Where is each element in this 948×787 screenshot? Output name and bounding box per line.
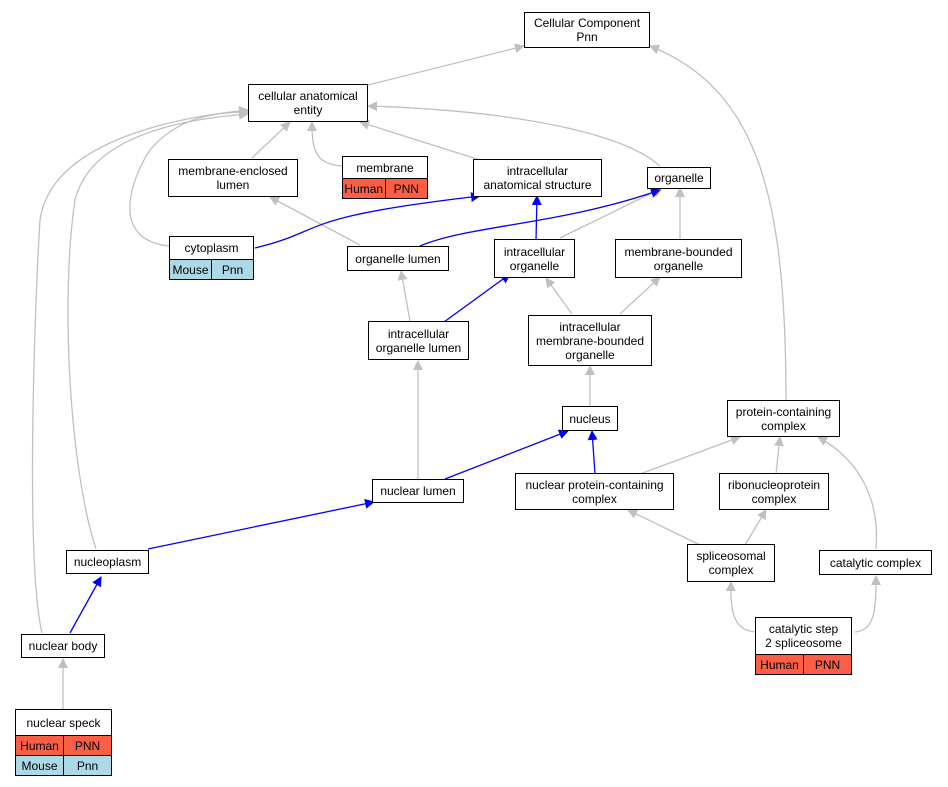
- edge-io-ias: [531, 195, 542, 241]
- node-label: membrane-bounded organelle: [624, 244, 733, 273]
- node-label: protein-containing complex: [735, 404, 832, 433]
- node-label: cytoplasm: [184, 241, 239, 255]
- edge-nl-nucleus: [444, 429, 569, 480]
- node-nucleoplasm[interactable]: nucleoplasm: [66, 550, 149, 574]
- node-label: membrane: [356, 160, 414, 175]
- node-label: ribonucleoprotein complex: [727, 477, 821, 506]
- node-membrane[interactable]: membrane Human PNN: [342, 156, 428, 199]
- edge-spl-npcc: [627, 509, 701, 546]
- edge-io-organelle: [559, 187, 663, 239]
- node-label: Cellular Component Pnn: [533, 16, 641, 44]
- edge-cs2-spl: [725, 581, 756, 633]
- edge-nucleoplasm-nl: [147, 498, 375, 550]
- node-label: organelle lumen: [355, 251, 441, 266]
- node-catalytic-step-2-spliceosome[interactable]: catalytic step 2 spliceosome Human PNN: [755, 617, 852, 675]
- edge-spl-rnp: [744, 509, 767, 546]
- node-label: spliceosomal complex: [696, 549, 766, 577]
- node-catalytic-complex[interactable]: catalytic complex: [819, 550, 932, 575]
- gene-cell[interactable]: PNN: [803, 655, 851, 674]
- edge-cae-root: [367, 43, 525, 86]
- node-label: nuclear lumen: [380, 484, 456, 498]
- edge-nb-nucleoplasm: [69, 576, 102, 634]
- node-membrane-enclosed-lumen[interactable]: membrane-enclosed lumen: [168, 159, 298, 197]
- node-cytoplasm[interactable]: cytoplasm Mouse Pnn: [169, 236, 254, 280]
- edge-npcc-pcc: [639, 435, 741, 475]
- node-nuclear-lumen[interactable]: nuclear lumen: [372, 479, 464, 503]
- edge-npcc-nucleus: [587, 430, 598, 475]
- human-gene-row: Human PNN: [16, 735, 111, 755]
- node-label: catalytic step 2 spliceosome: [765, 622, 842, 650]
- node-protein-containing-complex[interactable]: protein-containing complex: [727, 400, 840, 437]
- edge-iol-ol: [397, 270, 411, 322]
- edge-imbo-io: [545, 277, 573, 315]
- node-label: nuclear protein-containing complex: [525, 477, 664, 506]
- mouse-gene-row: Mouse Pnn: [170, 259, 253, 279]
- species-cell: Mouse: [172, 262, 209, 277]
- node-nuclear-body[interactable]: nuclear body: [21, 634, 105, 658]
- edge-imbo-mbo: [619, 276, 661, 315]
- edge-mel-cae: [251, 121, 291, 159]
- node-label: membrane-enclosed lumen: [178, 164, 288, 192]
- node-label: nuclear body: [28, 639, 98, 653]
- node-intracellular-organelle[interactable]: intracellular organelle: [494, 239, 575, 278]
- node-label: organelle: [654, 171, 704, 185]
- gene-cell[interactable]: Pnn: [63, 756, 111, 775]
- node-nuclear-protein-containing-complex[interactable]: nuclear protein-containing complex: [515, 473, 674, 510]
- node-label: catalytic complex: [829, 555, 922, 570]
- edge-nb-cae: [31, 105, 249, 634]
- edge-cs2-cat: [854, 575, 881, 633]
- mouse-gene-row: Mouse Pnn: [16, 755, 111, 775]
- node-label: cellular anatomical entity: [258, 89, 358, 117]
- node-intracellular-membrane-bounded-organelle[interactable]: intracellular membrane-bounded organelle: [528, 315, 652, 366]
- node-cellular-anatomical-entity[interactable]: cellular anatomical entity: [248, 84, 368, 122]
- node-organelle[interactable]: organelle: [647, 167, 711, 189]
- edge-ol-organelle: [419, 188, 661, 247]
- edge-organelle-cae: [367, 101, 661, 167]
- gene-cell[interactable]: Pnn: [211, 260, 253, 279]
- node-nucleus[interactable]: nucleus: [562, 406, 618, 431]
- node-intracellular-anatomical-structure[interactable]: intracellular anatomical structure: [473, 159, 602, 197]
- node-spliceosomal-complex[interactable]: spliceosomal complex: [687, 544, 775, 582]
- gene-cell[interactable]: PNN: [63, 736, 111, 755]
- node-membrane-bounded-organelle[interactable]: membrane-bounded organelle: [615, 239, 742, 278]
- gene-cell[interactable]: PNN: [384, 179, 428, 198]
- edge-pcc-root: [649, 44, 787, 403]
- node-label: intracellular membrane-bounded organelle: [535, 319, 645, 362]
- edge-iol-io: [443, 273, 511, 323]
- species-cell: Human: [20, 738, 59, 753]
- node-label: nucleoplasm: [73, 555, 142, 569]
- node-nuclear-speck[interactable]: nuclear speck Human PNN Mouse Pnn: [15, 709, 112, 776]
- edge-cytoplasm-ias: [254, 192, 481, 249]
- node-organelle-lumen[interactable]: organelle lumen: [347, 246, 449, 271]
- node-intracellular-organelle-lumen[interactable]: intracellular organelle lumen: [368, 321, 469, 360]
- node-label: intracellular anatomical structure: [483, 164, 592, 192]
- edge-ol-mel: [269, 196, 361, 246]
- node-cellular-component-root[interactable]: Cellular Component Pnn: [524, 12, 650, 48]
- edge-cat-pcc: [817, 436, 878, 550]
- node-label: nucleus: [569, 411, 611, 426]
- edge-rnp-pcc: [774, 436, 785, 475]
- node-label: nuclear speck: [26, 715, 101, 730]
- human-gene-row: Human PNN: [756, 654, 851, 674]
- species-cell: Mouse: [21, 758, 58, 773]
- edge-nucleoplasm-cae: [67, 109, 249, 550]
- node-label: intracellular organelle: [503, 244, 566, 273]
- edge-membrane-cae: [307, 121, 343, 167]
- species-cell: Human: [344, 181, 384, 196]
- edge-ias-cae: [359, 119, 481, 161]
- node-ribonucleoprotein-complex[interactable]: ribonucleoprotein complex: [719, 473, 829, 510]
- human-gene-row: Human PNN: [343, 178, 427, 198]
- node-label: intracellular organelle lumen: [375, 326, 462, 355]
- species-cell: Human: [760, 657, 799, 672]
